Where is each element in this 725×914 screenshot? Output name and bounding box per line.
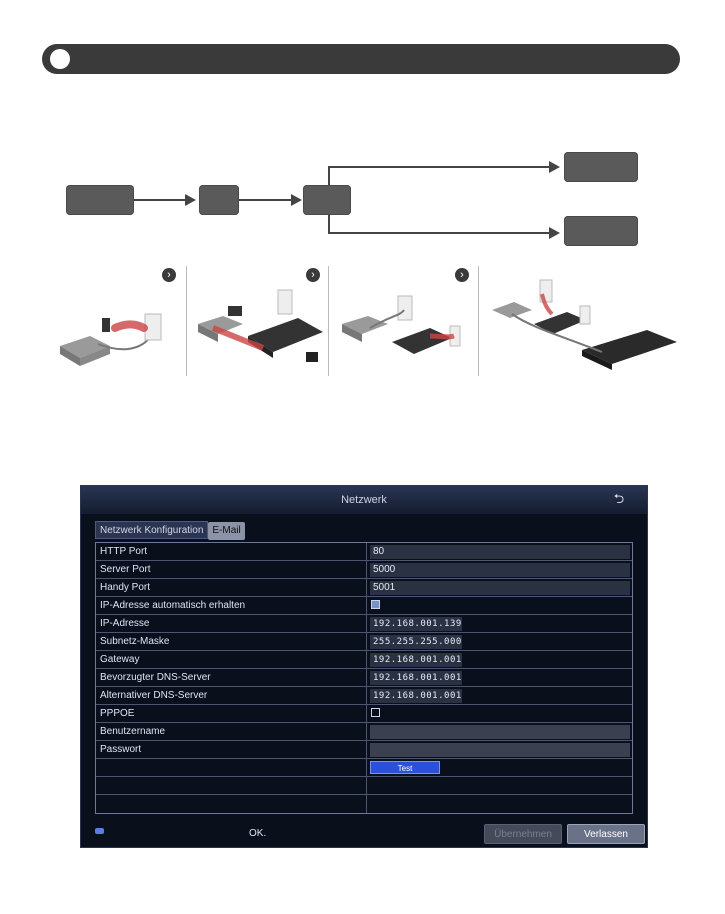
arrow-right-icon bbox=[549, 161, 560, 173]
subnet-mask-label: Subnetz-Maske bbox=[100, 636, 170, 647]
alternate-dns-input[interactable]: 192.168.001.001 bbox=[370, 689, 462, 703]
username-input[interactable] bbox=[370, 725, 630, 739]
flow-line-branch-vertical-2 bbox=[328, 215, 330, 233]
flow-line-2 bbox=[239, 199, 295, 201]
http-port-input[interactable]: 80 bbox=[370, 545, 630, 559]
password-input[interactable] bbox=[370, 743, 630, 757]
http-port-label: HTTP Port bbox=[100, 546, 148, 557]
ip-address-input[interactable]: 192.168.001.139 bbox=[370, 617, 462, 631]
flow-line-branch-vertical bbox=[328, 166, 330, 185]
step-1-illustration bbox=[60, 313, 162, 366]
setting-row-http-port: HTTP Port 80 bbox=[96, 543, 632, 561]
arrow-right-icon bbox=[549, 227, 560, 239]
ip-address-label: IP-Adresse bbox=[100, 618, 150, 629]
step-4-illustration bbox=[492, 279, 677, 370]
setting-row-server-port: Server Port 5000 bbox=[96, 561, 632, 579]
setting-row-pppoe: PPPOE bbox=[96, 705, 632, 723]
step-divider bbox=[328, 266, 329, 376]
username-label: Benutzername bbox=[100, 726, 166, 737]
section-number-circle bbox=[50, 49, 70, 69]
setting-row-subnet-mask: Subnetz-Maske 255.255.255.000 bbox=[96, 633, 632, 651]
step-3-illustration bbox=[342, 295, 461, 354]
section-header-bar bbox=[42, 44, 680, 74]
password-label: Passwort bbox=[100, 744, 142, 755]
arrow-right-icon bbox=[291, 194, 302, 206]
flow-box-router bbox=[303, 185, 351, 215]
flow-line-1 bbox=[134, 199, 189, 201]
step-divider bbox=[478, 266, 479, 376]
tab-email[interactable]: E-Mail bbox=[208, 522, 245, 540]
handy-port-label: Handy Port bbox=[100, 582, 151, 593]
setting-row-handy-port: Handy Port 5001 bbox=[96, 579, 632, 597]
setting-row-empty bbox=[96, 777, 632, 795]
setting-row-ip-address: IP-Adresse 192.168.001.139 bbox=[96, 615, 632, 633]
exit-button[interactable]: Verlassen bbox=[567, 824, 645, 844]
setting-row-gateway: Gateway 192.168.001.001 bbox=[96, 651, 632, 669]
status-indicator-icon bbox=[95, 828, 104, 834]
gateway-label: Gateway bbox=[100, 654, 140, 665]
window-title: Netzwerk bbox=[81, 486, 647, 514]
flow-line-branch-top bbox=[328, 166, 550, 168]
back-arrow-icon[interactable]: ⮌ bbox=[613, 491, 625, 506]
tab-network-config[interactable]: Netzwerk Konfiguration bbox=[95, 521, 209, 539]
test-button[interactable]: Test bbox=[370, 761, 440, 774]
settings-table: HTTP Port 80 Server Port 5000 Handy Port… bbox=[95, 542, 633, 814]
chevron-right-icon: › bbox=[455, 268, 469, 282]
flow-box-source bbox=[66, 185, 134, 215]
flow-box-modem bbox=[199, 185, 239, 215]
flow-line-branch-bottom bbox=[328, 232, 550, 234]
server-port-label: Server Port bbox=[100, 564, 151, 575]
setting-row-preferred-dns: Bevorzugter DNS-Server 192.168.001.001 bbox=[96, 669, 632, 687]
auto-ip-label: IP-Adresse automatisch erhalten bbox=[100, 600, 246, 611]
auto-ip-checkbox[interactable] bbox=[371, 600, 380, 609]
step-divider bbox=[186, 266, 187, 376]
setting-row-empty bbox=[96, 795, 632, 813]
setting-row-password: Passwort bbox=[96, 741, 632, 759]
setting-row-alternate-dns: Alternativer DNS-Server 192.168.001.001 bbox=[96, 687, 632, 705]
server-port-input[interactable]: 5000 bbox=[370, 563, 630, 577]
chevron-right-icon: › bbox=[162, 268, 176, 282]
subnet-mask-input[interactable]: 255.255.255.000 bbox=[370, 635, 462, 649]
gateway-input[interactable]: 192.168.001.001 bbox=[370, 653, 462, 667]
status-text: OK. bbox=[249, 828, 267, 839]
step-2-illustration bbox=[198, 289, 323, 362]
setting-row-test: Test bbox=[96, 759, 632, 777]
chevron-right-icon: › bbox=[306, 268, 320, 282]
preferred-dns-label: Bevorzugter DNS-Server bbox=[100, 672, 211, 683]
pppoe-label: PPPOE bbox=[100, 708, 135, 719]
preferred-dns-input[interactable]: 192.168.001.001 bbox=[370, 671, 462, 685]
setting-row-auto-ip: IP-Adresse automatisch erhalten bbox=[96, 597, 632, 615]
flow-box-target-top bbox=[564, 152, 638, 182]
apply-button[interactable]: Übernehmen bbox=[484, 824, 562, 844]
pppoe-checkbox[interactable] bbox=[371, 708, 380, 717]
flow-box-target-bottom bbox=[564, 216, 638, 246]
alternate-dns-label: Alternativer DNS-Server bbox=[100, 690, 208, 701]
setting-row-username: Benutzername bbox=[96, 723, 632, 741]
handy-port-input[interactable]: 5001 bbox=[370, 581, 630, 595]
arrow-right-icon bbox=[185, 194, 196, 206]
